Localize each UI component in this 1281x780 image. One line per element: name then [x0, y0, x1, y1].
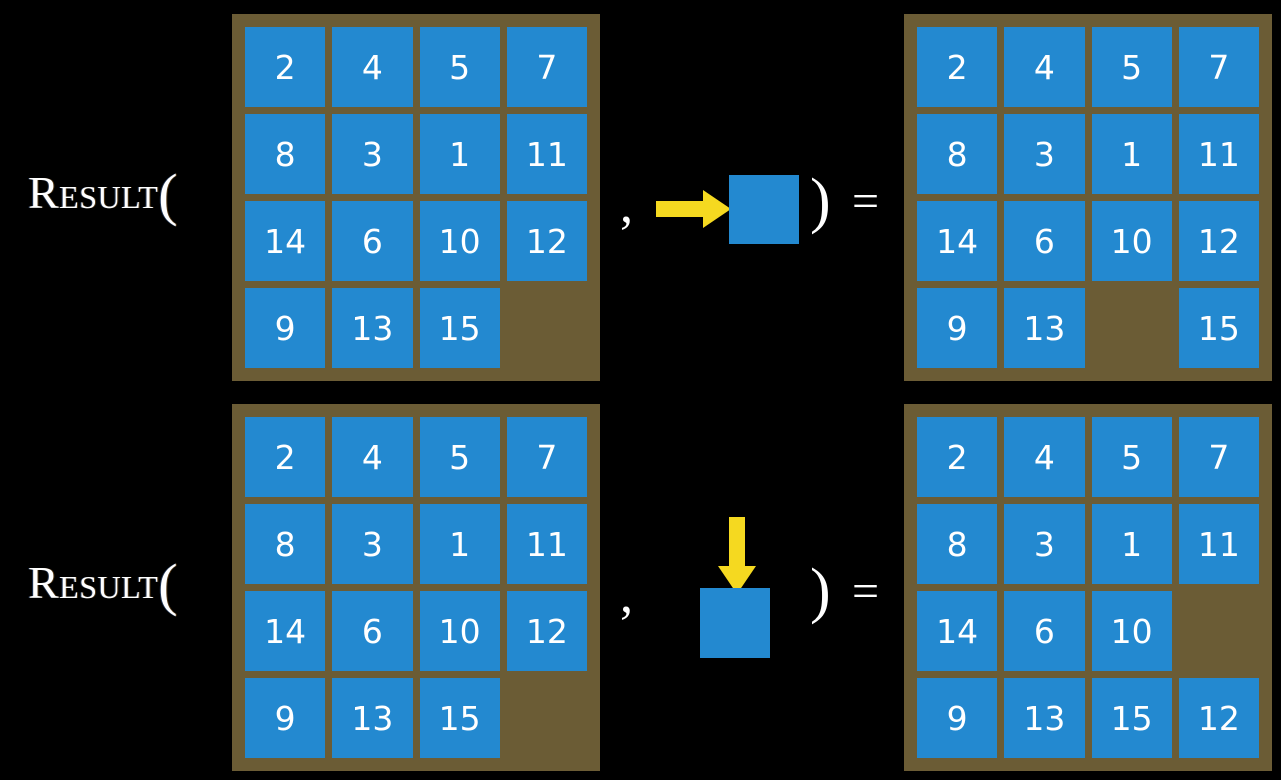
- puzzle-tile[interactable]: 6: [1004, 591, 1085, 671]
- open-paren-top: (: [158, 162, 179, 227]
- puzzle-tile[interactable]: 1: [419, 504, 500, 584]
- puzzle-tile[interactable]: 9: [245, 678, 326, 758]
- puzzle-tile[interactable]: 2: [245, 27, 326, 107]
- puzzle-tile[interactable]: 12: [1178, 678, 1259, 758]
- close-paren-top: ): [810, 167, 831, 235]
- equals-sign-top: =: [852, 175, 880, 228]
- input-board-bottom: 2 4 5 7 8 3 1 11 14 6 10 12 9 13 15: [232, 404, 600, 771]
- result-function-label-top: Result(: [28, 166, 178, 224]
- puzzle-tile[interactable]: 13: [1004, 288, 1085, 368]
- puzzle-tile[interactable]: 2: [245, 417, 326, 497]
- open-paren-bottom: (: [158, 552, 179, 617]
- puzzle-grid: 2 4 5 7 8 3 1 11 14 6 10 12 9 13 15: [245, 417, 587, 758]
- puzzle-tile[interactable]: 3: [332, 504, 413, 584]
- puzzle-grid: 2 4 5 7 8 3 1 11 14 6 10 12 9 13 15: [245, 27, 587, 368]
- puzzle-blank-cell[interactable]: [1092, 288, 1172, 368]
- puzzle-tile[interactable]: 10: [419, 591, 500, 671]
- puzzle-tile[interactable]: 15: [1178, 288, 1259, 368]
- puzzle-tile[interactable]: 9: [245, 288, 326, 368]
- puzzle-tile[interactable]: 15: [419, 288, 500, 368]
- result-row-move-down: Result( 2 4 5 7 8 3 1 11 14 6 10 12 9 13…: [0, 390, 1281, 780]
- puzzle-tile[interactable]: 5: [1091, 27, 1172, 107]
- puzzle-blank-cell[interactable]: [1179, 591, 1259, 671]
- puzzle-tile[interactable]: 11: [1178, 504, 1259, 584]
- puzzle-tile[interactable]: 15: [1091, 678, 1172, 758]
- puzzle-tile[interactable]: 6: [332, 201, 413, 281]
- argument-comma-top: ,: [620, 177, 633, 234]
- puzzle-tile[interactable]: 1: [1091, 504, 1172, 584]
- puzzle-tile[interactable]: 4: [1004, 27, 1085, 107]
- blank-tile-square-bottom[interactable]: [700, 588, 770, 658]
- operator-region-top: , ) =: [600, 0, 904, 390]
- puzzle-tile[interactable]: 2: [917, 417, 998, 497]
- arrow-right-icon: [656, 190, 732, 228]
- puzzle-tile[interactable]: 8: [917, 114, 998, 194]
- puzzle-tile[interactable]: 7: [506, 417, 587, 497]
- puzzle-tile[interactable]: 8: [917, 504, 998, 584]
- arrow-shaft: [729, 517, 745, 571]
- arrow-shaft: [656, 201, 708, 217]
- puzzle-tile[interactable]: 10: [1091, 591, 1172, 671]
- puzzle-tile[interactable]: 9: [917, 288, 998, 368]
- puzzle-grid: 2 4 5 7 8 3 1 11 14 6 10 12 9 13 15: [917, 27, 1259, 368]
- puzzle-tile[interactable]: 8: [245, 504, 326, 584]
- puzzle-tile[interactable]: 14: [245, 201, 326, 281]
- input-board-top: 2 4 5 7 8 3 1 11 14 6 10 12 9 13 15: [232, 14, 600, 381]
- puzzle-tile[interactable]: 13: [1004, 678, 1085, 758]
- equals-sign-bottom: =: [852, 565, 880, 618]
- puzzle-tile[interactable]: 4: [332, 417, 413, 497]
- puzzle-tile[interactable]: 1: [419, 114, 500, 194]
- puzzle-tile[interactable]: 14: [917, 201, 998, 281]
- puzzle-tile[interactable]: 12: [506, 591, 587, 671]
- result-word-bottom: Result: [28, 557, 159, 608]
- puzzle-grid: 2 4 5 7 8 3 1 11 14 6 10 9 13 15 12: [917, 417, 1259, 758]
- arrow-down-icon: [718, 517, 756, 594]
- puzzle-tile[interactable]: 14: [917, 591, 998, 671]
- puzzle-tile[interactable]: 13: [332, 288, 413, 368]
- puzzle-tile[interactable]: 7: [506, 27, 587, 107]
- close-paren-bottom: ): [810, 557, 831, 625]
- puzzle-tile[interactable]: 10: [1091, 201, 1172, 281]
- result-row-move-right: Result( 2 4 5 7 8 3 1 11 14 6 10 12 9 13…: [28, 0, 1272, 390]
- blank-tile-square-top[interactable]: [729, 175, 799, 244]
- operator-region-bottom: , ) =: [600, 390, 904, 780]
- puzzle-tile[interactable]: 11: [506, 504, 587, 584]
- puzzle-tile[interactable]: 5: [419, 27, 500, 107]
- puzzle-tile[interactable]: 3: [332, 114, 413, 194]
- output-board-top: 2 4 5 7 8 3 1 11 14 6 10 12 9 13 15: [904, 14, 1272, 381]
- puzzle-tile[interactable]: 8: [245, 114, 326, 194]
- result-function-label-bottom: Result(: [28, 556, 178, 614]
- puzzle-tile[interactable]: 9: [917, 678, 998, 758]
- puzzle-tile[interactable]: 5: [419, 417, 500, 497]
- puzzle-blank-cell[interactable]: [507, 678, 587, 758]
- output-board-bottom: 2 4 5 7 8 3 1 11 14 6 10 9 13 15 12: [904, 404, 1272, 771]
- puzzle-tile[interactable]: 12: [506, 201, 587, 281]
- puzzle-tile[interactable]: 7: [1178, 417, 1259, 497]
- puzzle-blank-cell[interactable]: [507, 288, 587, 368]
- puzzle-tile[interactable]: 4: [332, 27, 413, 107]
- puzzle-tile[interactable]: 14: [245, 591, 326, 671]
- puzzle-tile[interactable]: 10: [419, 201, 500, 281]
- puzzle-tile[interactable]: 6: [332, 591, 413, 671]
- puzzle-tile[interactable]: 11: [1178, 114, 1259, 194]
- puzzle-tile[interactable]: 5: [1091, 417, 1172, 497]
- argument-comma-bottom: ,: [620, 567, 633, 624]
- puzzle-tile[interactable]: 3: [1004, 114, 1085, 194]
- puzzle-tile[interactable]: 3: [1004, 504, 1085, 584]
- puzzle-tile[interactable]: 2: [917, 27, 998, 107]
- puzzle-tile[interactable]: 1: [1091, 114, 1172, 194]
- puzzle-tile[interactable]: 15: [419, 678, 500, 758]
- puzzle-tile[interactable]: 11: [506, 114, 587, 194]
- puzzle-tile[interactable]: 12: [1178, 201, 1259, 281]
- puzzle-tile[interactable]: 7: [1178, 27, 1259, 107]
- puzzle-tile[interactable]: 13: [332, 678, 413, 758]
- puzzle-tile[interactable]: 4: [1004, 417, 1085, 497]
- arrow-head: [703, 190, 731, 228]
- puzzle-tile[interactable]: 6: [1004, 201, 1085, 281]
- result-word-top: Result: [28, 167, 159, 218]
